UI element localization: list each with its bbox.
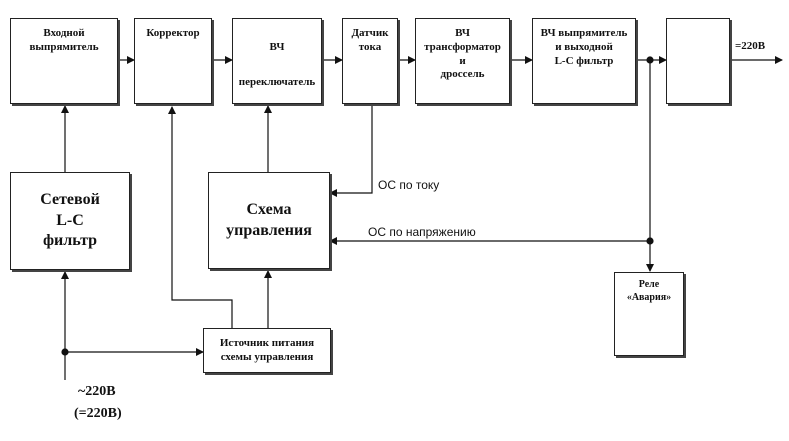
output-voltage-label: =220В <box>735 40 766 52</box>
power-source-block: Источник питания схемы управления <box>203 328 331 373</box>
corrector-label: Корректор <box>146 27 200 39</box>
input-voltage-ac-label: ~220В <box>78 384 116 399</box>
current-feedback-label: ОС по току <box>378 178 440 192</box>
current-sensor-label: Датчик тока <box>351 27 389 53</box>
hf-transformer-label: ВЧ трансформатор и дроссель <box>424 27 501 81</box>
hf-transformer-block: ВЧ трансформатор и дроссель <box>415 18 510 104</box>
junction-feedback <box>646 237 654 245</box>
hf-switch-block: ВЧ переключатель <box>232 18 322 104</box>
hf-switch-label-2: переключатель <box>238 76 316 89</box>
diode-block <box>666 18 730 104</box>
relay-block: Реле «Авария» <box>614 272 684 356</box>
hf-rectifier-block: ВЧ выпрямитель и выходной L-C фильтр <box>532 18 636 104</box>
junction-input <box>61 348 69 356</box>
arrow-power-to-corrector <box>168 106 233 328</box>
voltage-feedback-label: ОС по напряжению <box>368 225 476 239</box>
current-sensor-block: Датчик тока <box>342 18 398 104</box>
control-circuit-label: Схема управления <box>226 200 312 239</box>
input-rectifier-block: Входной выпрямитель <box>10 18 118 104</box>
mains-filter-block: Сетевой L-C фильтр <box>10 172 130 270</box>
hf-switch-label-1: ВЧ <box>269 40 285 53</box>
relay-label: Реле «Авария» <box>626 279 672 303</box>
junction-output <box>646 56 654 64</box>
arrow-current-feedback <box>329 104 373 197</box>
corrector-block: Корректор <box>134 18 212 104</box>
mains-filter-label: Сетевой L-C фильтр <box>40 190 100 250</box>
power-source-label: Источник питания схемы управления <box>219 336 315 363</box>
hf-rectifier-label: ВЧ выпрямитель и выходной L-C фильтр <box>540 27 628 67</box>
input-voltage-dc-label: (=220В) <box>74 406 122 421</box>
control-circuit-block: Схема управления <box>208 172 330 269</box>
input-rectifier-label: Входной выпрямитель <box>29 27 99 53</box>
